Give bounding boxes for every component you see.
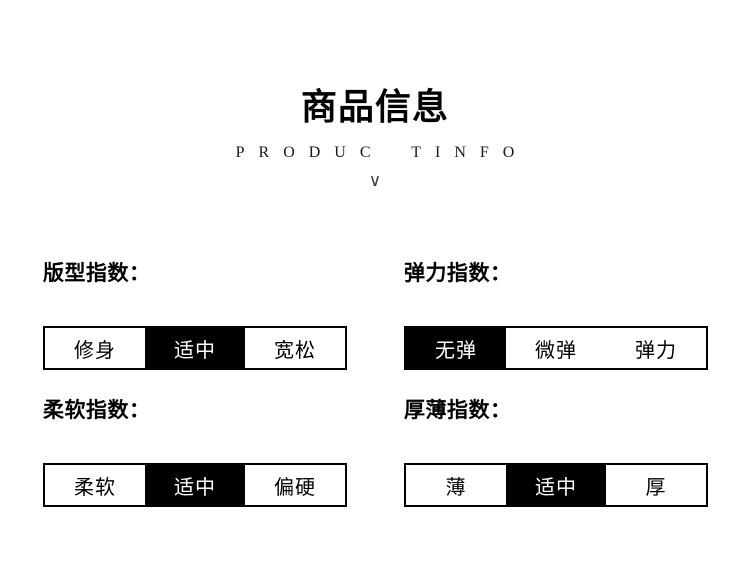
page-title: 商品信息 xyxy=(300,86,449,127)
fit-index-option: 宽松 xyxy=(245,328,345,368)
softness-index-section: 柔软指数： 柔软适中偏硬 xyxy=(43,396,347,507)
product-info-subtitle: PRODUC TINFO xyxy=(235,144,529,161)
fit-index-option: 适中 xyxy=(145,328,245,368)
softness-index-option: 柔软 xyxy=(45,465,145,505)
elasticity-index-option: 弹力 xyxy=(606,328,706,368)
softness-index-label: 柔软指数： xyxy=(43,399,151,422)
fit-index-label: 版型指数： xyxy=(43,262,151,285)
chevron-down-icon: ∨ xyxy=(368,171,382,190)
thickness-index-option: 薄 xyxy=(406,465,506,505)
fit-index-bar: 修身适中宽松 xyxy=(43,326,347,370)
elasticity-index-option: 微弹 xyxy=(506,328,606,368)
thickness-index-bar: 薄适中厚 xyxy=(404,463,708,507)
softness-index-option: 适中 xyxy=(145,465,245,505)
softness-index-option: 偏硬 xyxy=(245,465,345,505)
elasticity-index-section: 弹力指数： 无弹微弹弹力 xyxy=(404,259,708,370)
thickness-index-label: 厚薄指数： xyxy=(404,399,512,422)
softness-index-bar: 柔软适中偏硬 xyxy=(43,463,347,507)
elasticity-index-option: 无弹 xyxy=(406,328,506,368)
thickness-index-option: 适中 xyxy=(506,465,606,505)
fit-index-section: 版型指数： 修身适中宽松 xyxy=(43,259,347,370)
thickness-index-section: 厚薄指数： 薄适中厚 xyxy=(404,396,708,507)
thickness-index-option: 厚 xyxy=(606,465,706,505)
elasticity-index-label: 弹力指数： xyxy=(404,262,512,285)
elasticity-index-bar: 无弹微弹弹力 xyxy=(404,326,708,370)
fit-index-option: 修身 xyxy=(45,328,145,368)
